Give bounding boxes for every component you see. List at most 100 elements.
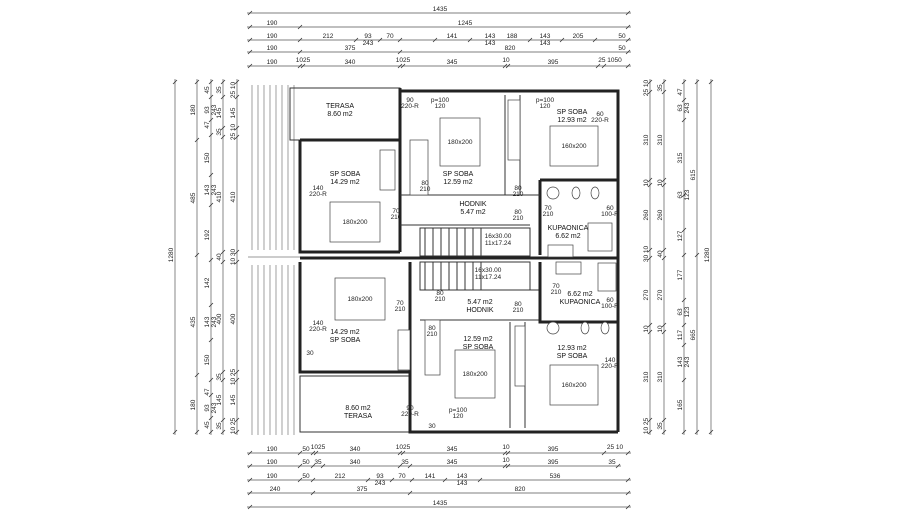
door-height-label: 210 bbox=[513, 191, 524, 198]
room-name: SP SOBA bbox=[463, 344, 494, 351]
door-height-label: 120 bbox=[435, 103, 446, 110]
dimension-label: 93 bbox=[364, 33, 372, 40]
dimension-tick bbox=[681, 377, 687, 383]
dimension-tick bbox=[400, 450, 406, 456]
dimension-label: 395 bbox=[548, 59, 559, 66]
dimension-label: 35 bbox=[216, 128, 223, 136]
dimension-tick bbox=[234, 377, 240, 383]
room-area: 5.47 m2 bbox=[467, 299, 492, 306]
washing-machine bbox=[546, 186, 560, 200]
dimension-label: 35 bbox=[401, 459, 409, 466]
dimension-tick bbox=[681, 79, 687, 85]
dimension-tick bbox=[397, 37, 403, 43]
dimension-tick bbox=[681, 227, 687, 233]
room-name: HODNIK bbox=[466, 307, 494, 314]
room-name: SP SOBA bbox=[330, 337, 361, 344]
dimension-label: 190 bbox=[267, 33, 278, 40]
door-width-label: 30 bbox=[428, 423, 436, 430]
dimension-label: 410 bbox=[230, 191, 237, 202]
dimension-label: 1025 bbox=[296, 57, 311, 64]
dimension-label: 190 bbox=[267, 20, 278, 27]
room-area: 14.29 m2 bbox=[330, 329, 359, 336]
dimension-tick bbox=[661, 255, 667, 261]
dimension-label: 143 bbox=[457, 473, 468, 480]
room-name: KUPAONICA bbox=[560, 299, 601, 306]
dimension-tick bbox=[297, 37, 303, 43]
dimension-tick bbox=[601, 63, 607, 69]
dimension-tick bbox=[194, 79, 200, 85]
dimension-tick bbox=[625, 37, 631, 43]
dimension-tick bbox=[220, 94, 226, 100]
dimension-tick bbox=[625, 10, 631, 16]
dimension-tick bbox=[220, 249, 226, 255]
dimension-tick bbox=[592, 37, 598, 43]
dimension-tick bbox=[505, 450, 511, 456]
dimension-tick bbox=[389, 477, 395, 483]
stair-label: 16x30.00 bbox=[475, 267, 502, 274]
dimension-tick bbox=[407, 463, 413, 469]
door-width-label: p=100 bbox=[536, 97, 555, 104]
dimension-label: 177 bbox=[677, 269, 684, 280]
dimension-tick bbox=[297, 450, 303, 456]
dimension-tick bbox=[234, 259, 240, 265]
dimension-label: 25 1050 bbox=[598, 57, 622, 64]
dimension-tick bbox=[208, 377, 214, 383]
dimension-tick bbox=[247, 463, 253, 469]
dimension-label: 70 bbox=[398, 473, 406, 480]
door-height-label: 210 bbox=[391, 214, 402, 221]
dimension-tick bbox=[208, 257, 214, 263]
room-name: HODNIK bbox=[459, 201, 487, 208]
dimension-tick bbox=[527, 37, 533, 43]
dimension-label: 10 25 bbox=[230, 368, 237, 385]
dimension-tick bbox=[320, 463, 326, 469]
dimension-label: 270 bbox=[657, 289, 664, 300]
dimension-tick bbox=[505, 463, 511, 469]
dimension-tick bbox=[297, 463, 303, 469]
wardrobe bbox=[507, 99, 521, 161]
dimension-label: 1280 bbox=[704, 247, 711, 262]
dimension-tick bbox=[208, 392, 214, 398]
dimension-tick bbox=[194, 137, 200, 143]
door-height-label: 220-R bbox=[309, 191, 327, 198]
dimension-tick bbox=[234, 429, 240, 435]
dimension-label: 615 bbox=[690, 169, 697, 180]
dimension-tick bbox=[397, 450, 403, 456]
dimension-tick bbox=[647, 89, 653, 95]
dimension-label: 212 bbox=[335, 473, 346, 480]
dimension-tick bbox=[661, 247, 667, 253]
dimension-tick bbox=[661, 182, 667, 188]
dimension-label: 35 bbox=[216, 373, 223, 381]
dimension-label: 145 bbox=[216, 394, 223, 405]
dimension-label: 665 bbox=[690, 329, 697, 340]
dimension-label: 35 bbox=[216, 86, 223, 94]
dimension-label: 190 bbox=[267, 45, 278, 52]
door-height-label: 120 bbox=[453, 413, 464, 420]
dimension-tick bbox=[234, 369, 240, 375]
dimension-label: 40 bbox=[657, 250, 664, 258]
dimension-tick bbox=[647, 429, 653, 435]
dimension-tick bbox=[234, 417, 240, 423]
dimension-label: 820 bbox=[505, 45, 516, 52]
dimension-label: 1280 bbox=[168, 247, 175, 262]
dimension-tick bbox=[353, 37, 359, 43]
door-width-label: 90 bbox=[406, 405, 414, 412]
wall bbox=[298, 262, 410, 374]
door-height-label: 210 bbox=[543, 211, 554, 218]
room-area: 5.47 m2 bbox=[460, 209, 485, 216]
dimension-label: 150 bbox=[204, 354, 211, 365]
door-height-label: 100-R bbox=[601, 211, 619, 218]
dimension-label: 63 bbox=[677, 308, 684, 316]
dimension-label: 93 bbox=[204, 106, 211, 114]
dimension-label: 345 bbox=[447, 446, 458, 453]
dimension-label: 310 bbox=[657, 134, 664, 145]
dimension-label: 25 10 bbox=[230, 81, 237, 98]
room-name: TERASA bbox=[344, 413, 372, 420]
dimension-tick bbox=[208, 117, 214, 123]
wardrobe bbox=[397, 329, 411, 371]
dimension-tick bbox=[625, 490, 631, 496]
dimension-tick bbox=[220, 369, 226, 375]
dimension-label: 270 bbox=[643, 289, 650, 300]
dimension-label: 143 bbox=[457, 480, 468, 487]
